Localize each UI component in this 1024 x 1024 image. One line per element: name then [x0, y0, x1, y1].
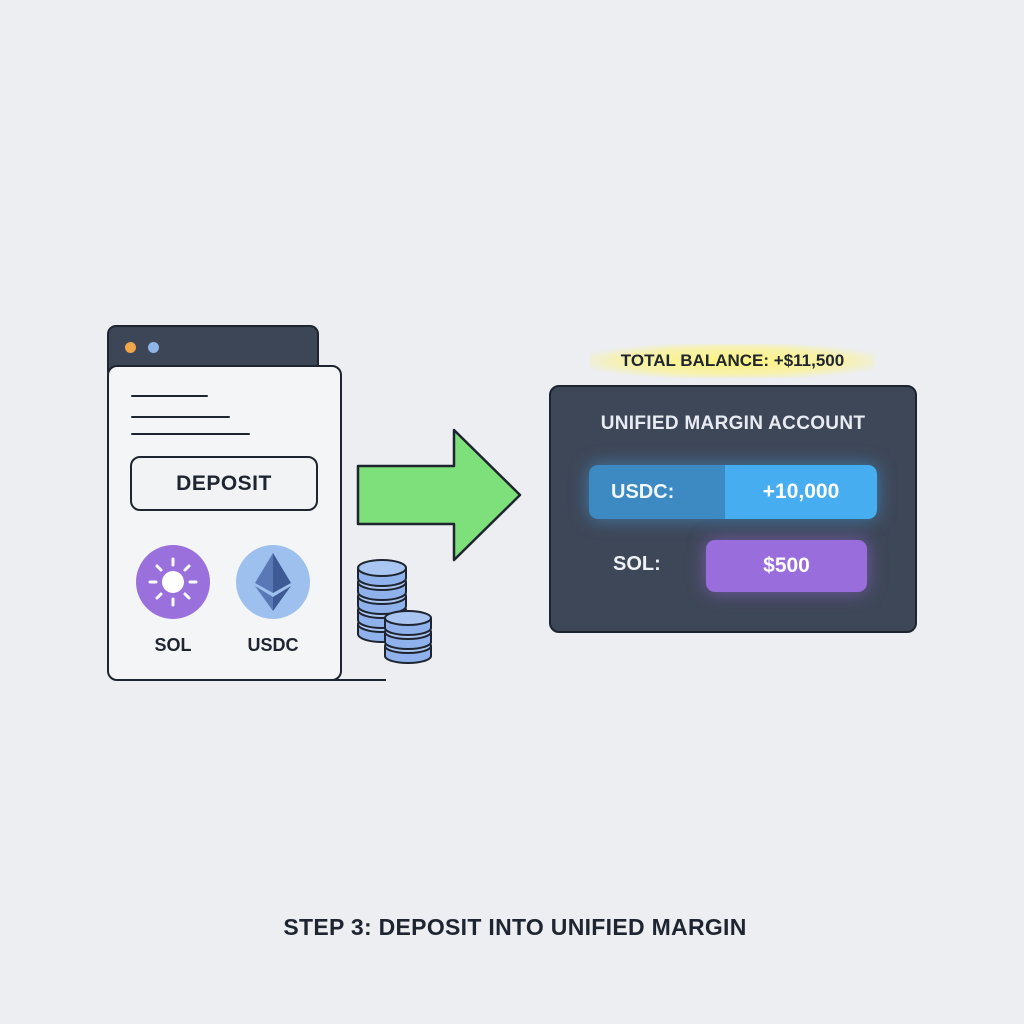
usdc-coin[interactable]: [236, 545, 310, 619]
deposit-button[interactable]: DEPOSIT: [130, 456, 318, 511]
total-balance: TOTAL BALANCE: +$11,500: [590, 344, 875, 378]
sun-icon: [148, 557, 198, 607]
unified-margin-account-panel: UNIFIED MARGIN ACCOUNT USDC: +10,000 SOL…: [549, 385, 917, 633]
coin-stack-icon: [357, 559, 432, 664]
panel-title: UNIFIED MARGIN ACCOUNT: [600, 413, 866, 434]
deposit-window: [107, 365, 342, 681]
card-baseline: [330, 679, 386, 681]
usdc-coin-label: USDC: [247, 635, 299, 655]
sol-value: $500: [706, 540, 867, 592]
sol-coin-label: SOL: [154, 635, 192, 655]
step-caption: STEP 3: DEPOSIT INTO UNIFIED MARGIN: [283, 914, 747, 940]
ethereum-icon: [255, 553, 291, 611]
sol-label: SOL:: [613, 553, 661, 575]
usdc-label: USDC:: [589, 465, 725, 519]
text-line-placeholder: [131, 433, 250, 435]
usdc-value: +10,000: [725, 465, 877, 519]
window-dot-blue: [148, 342, 159, 353]
usdc-balance-row: USDC: +10,000: [589, 465, 877, 519]
window-dot-orange: [125, 342, 136, 353]
text-line-placeholder: [131, 416, 230, 418]
sol-coin[interactable]: [136, 545, 210, 619]
text-line-placeholder: [131, 395, 208, 397]
arrow-right-icon: [356, 428, 522, 562]
